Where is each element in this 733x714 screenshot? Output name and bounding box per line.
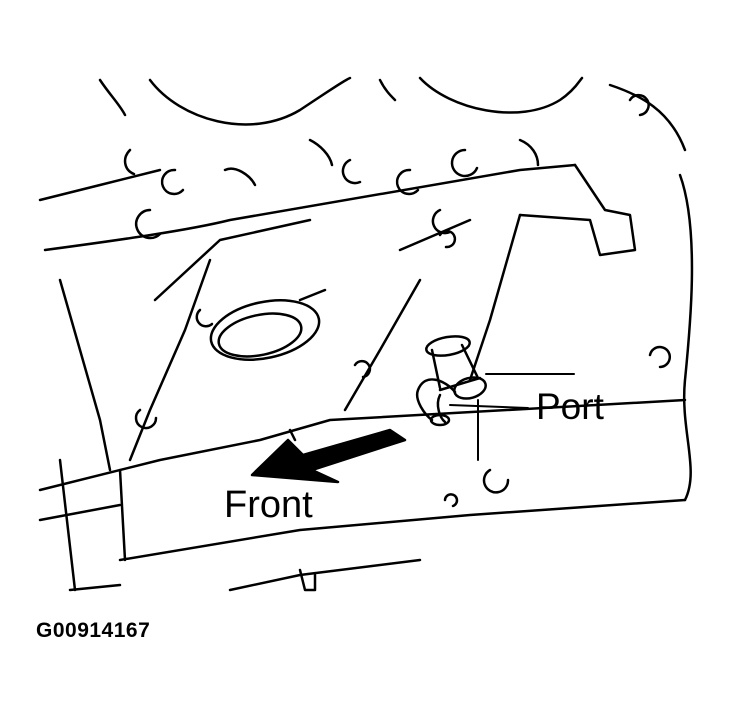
- port-fitting: [415, 335, 487, 427]
- leader-lines: [449, 373, 575, 461]
- oval-opening: [134, 229, 672, 508]
- figure-id: G00914167: [36, 619, 151, 642]
- water-jacket-openings: [123, 93, 650, 240]
- front-label: Front: [224, 484, 313, 526]
- block-outline: [38, 163, 694, 592]
- block-ribs: [58, 213, 522, 592]
- cylinder-bores: [98, 76, 687, 152]
- front-arrow-icon: [250, 428, 407, 484]
- port-label: Port: [536, 386, 604, 427]
